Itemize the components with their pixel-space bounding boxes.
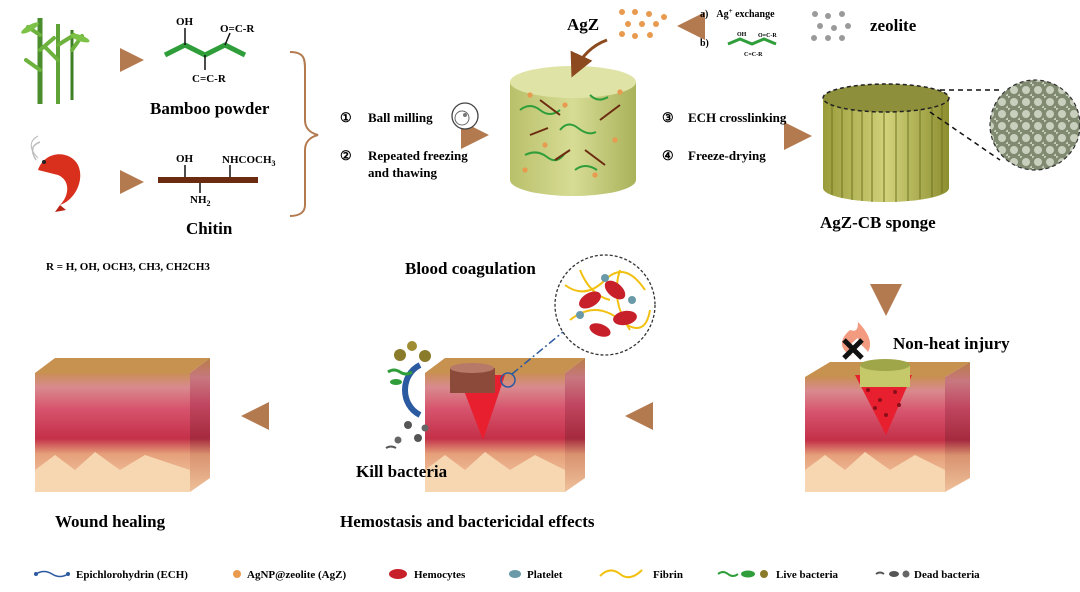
zoom-dashdot	[511, 317, 581, 375]
legend-ech: Epichlorohydrin (ECH)	[34, 569, 188, 581]
step1-label: Ball milling	[368, 110, 433, 125]
focus-circle	[500, 372, 516, 388]
chitin-label: Chitin	[186, 219, 233, 238]
live-bacteria-cluster	[387, 341, 431, 385]
exchange-a-marker: a)	[700, 9, 708, 20]
zeolite-label: zeolite	[870, 16, 917, 35]
merge-bracket	[289, 51, 319, 217]
step3-label: ECH crosslinking	[688, 110, 787, 125]
nhcoch3-sub: 3	[272, 159, 276, 168]
bamboo-icon	[21, 18, 90, 104]
exchange-ag: Ag	[716, 9, 728, 20]
legend-hemocytes-label: Hemocytes	[414, 569, 466, 581]
hydrogel-cylinder	[510, 66, 636, 196]
legend-agz: AgNP@zeolite (AgZ)	[233, 569, 346, 581]
shrimp-icon	[30, 135, 81, 212]
legend-ech-label: Epichlorohydrin (ECH)	[76, 569, 188, 581]
step2-number: ②	[340, 148, 352, 163]
legend: Epichlorohydrin (ECH) AgNP@zeolite (AgZ)…	[34, 569, 980, 581]
step2-label-line1: Repeated freezing	[368, 148, 468, 163]
legend-fibrin: Fibrin	[599, 569, 683, 581]
bamboo-ocr-label: O=C-R	[220, 23, 255, 35]
legend-fibrin-label: Fibrin	[653, 569, 683, 581]
bamboo-ccr-label: C=C-R	[192, 73, 227, 85]
exchange-a-label: a) Ag+ exchange	[700, 7, 775, 20]
agz-arrow	[570, 38, 608, 78]
non-heat-label: Non-heat injury	[893, 334, 1010, 353]
agz-label: AgZ	[567, 15, 599, 34]
exchange-sup: +	[729, 7, 733, 15]
exchange-b-label: b)	[700, 38, 709, 49]
step2-label-line2: and thawing	[368, 165, 437, 180]
kill-bacteria-label: Kill bacteria	[356, 462, 448, 481]
agz-particles	[619, 9, 667, 39]
chitin-structure	[158, 165, 258, 193]
step4-number: ④	[662, 148, 674, 163]
healed-skin-block	[35, 358, 210, 492]
legend-live-bacteria: Live bacteria	[717, 569, 839, 581]
legend-agz-label: AgNP@zeolite (AgZ)	[247, 569, 346, 581]
pore-zoom	[989, 79, 1080, 171]
injured-skin-block	[805, 359, 970, 492]
coagulation-label: Blood coagulation	[405, 259, 536, 278]
mini-bamboo-structure	[727, 37, 777, 46]
sponge-label: AgZ-CB sponge	[820, 213, 936, 232]
step1-number: ①	[340, 110, 352, 125]
sponge-cylinder	[822, 83, 950, 202]
coagulation-zoom	[554, 254, 656, 356]
r-definition: R = H, OH, OCH3, CH3, CH2CH3	[46, 261, 210, 273]
bamboo-oh-label: OH	[176, 16, 194, 28]
mini-ocr: O=C-R	[758, 33, 777, 39]
chitin-oh-label: OH	[176, 153, 194, 165]
nh2-text: NH	[190, 194, 207, 206]
wound-healing-label: Wound healing	[55, 512, 166, 531]
legend-dead-bacteria: Dead bacteria	[875, 569, 980, 581]
mini-oh: OH	[737, 32, 747, 38]
step3-number: ③	[662, 110, 674, 125]
step4-label: Freeze-drying	[688, 148, 766, 163]
legend-platelet-label: Platelet	[527, 569, 563, 581]
cross-icon	[842, 338, 864, 360]
exchange-text: exchange	[733, 9, 776, 20]
nhcoch3-text: NHCOCH	[222, 154, 272, 166]
bacteria-shield-arc	[402, 362, 422, 418]
treatment-skin-block	[425, 358, 585, 492]
bamboo-structure	[163, 28, 247, 70]
legend-dead-label: Dead bacteria	[914, 569, 980, 581]
hemostasis-label: Hemostasis and bactericidal effects	[340, 512, 595, 531]
chitin-nhcoch3-label: NHCOCH3	[222, 154, 276, 168]
bamboo-powder-label: Bamboo powder	[150, 99, 270, 118]
ball-mill-icon	[451, 102, 479, 130]
legend-live-label: Live bacteria	[776, 569, 839, 581]
legend-hemocytes: Hemocytes	[389, 569, 466, 581]
zeolite-particles	[811, 11, 851, 41]
legend-platelet: Platelet	[509, 569, 563, 581]
nh2-sub: 2	[207, 199, 211, 208]
mini-ccr: C=C-R	[744, 52, 763, 58]
chitin-nh2-label: NH2	[190, 194, 211, 208]
dead-bacteria-cluster	[385, 421, 429, 449]
